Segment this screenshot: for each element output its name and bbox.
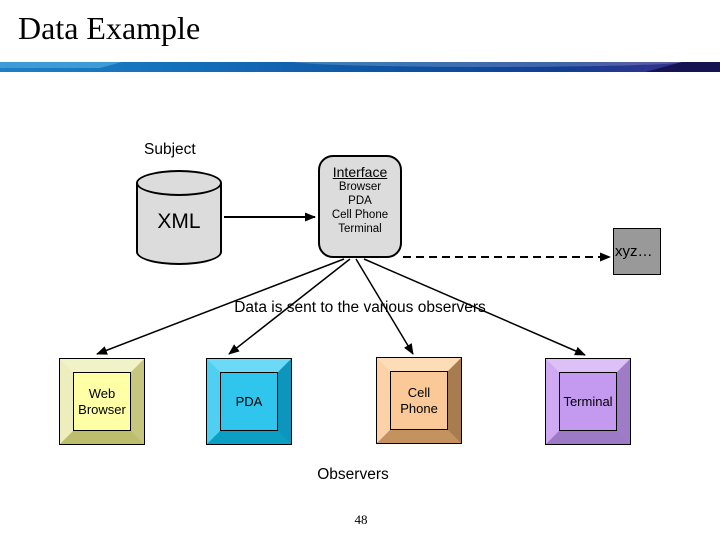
- observer-label-web-browser: Web Browser: [73, 372, 131, 431]
- xml-datasource-cylinder: XML: [136, 170, 222, 265]
- observer-label-pda: PDA: [220, 372, 278, 431]
- page-number: 48: [354, 512, 368, 527]
- observer-label-terminal: Terminal: [559, 372, 617, 431]
- accent-bar: [0, 62, 720, 72]
- accent-swoosh-left: [0, 62, 122, 68]
- xyz-box: xyz…: [613, 228, 661, 275]
- observer-box-web-browser: Web Browser: [59, 358, 145, 445]
- xml-label: XML: [157, 210, 201, 233]
- observer-label-cell-phone: Cell Phone: [390, 371, 448, 430]
- caption-text: Data is sent to the various observers: [234, 299, 486, 316]
- interface-box: Interface Browser PDA Cell Phone Termina…: [318, 155, 402, 258]
- accent-swoosh-mid: [290, 62, 690, 67]
- cylinder-top-ellipse: [136, 170, 222, 196]
- observers-label: Observers: [317, 466, 389, 483]
- cylinder-body: [136, 183, 222, 265]
- subject-label: Subject: [144, 141, 196, 158]
- xyz-label: xyz…: [615, 243, 653, 260]
- observer-box-pda: PDA: [206, 358, 292, 445]
- interface-item-pda: PDA: [348, 195, 372, 207]
- accent-swoosh-right: [645, 62, 720, 72]
- interface-item-browser: Browser: [338, 181, 382, 193]
- interface-heading: Interface: [332, 164, 388, 180]
- interface-item-cellphone: Cell Phone: [331, 209, 389, 221]
- interface-item-terminal: Terminal: [338, 223, 382, 235]
- page-title: Data Example: [18, 10, 201, 46]
- observer-box-terminal: Terminal: [545, 358, 631, 445]
- observer-box-cell-phone: Cell Phone: [376, 357, 462, 444]
